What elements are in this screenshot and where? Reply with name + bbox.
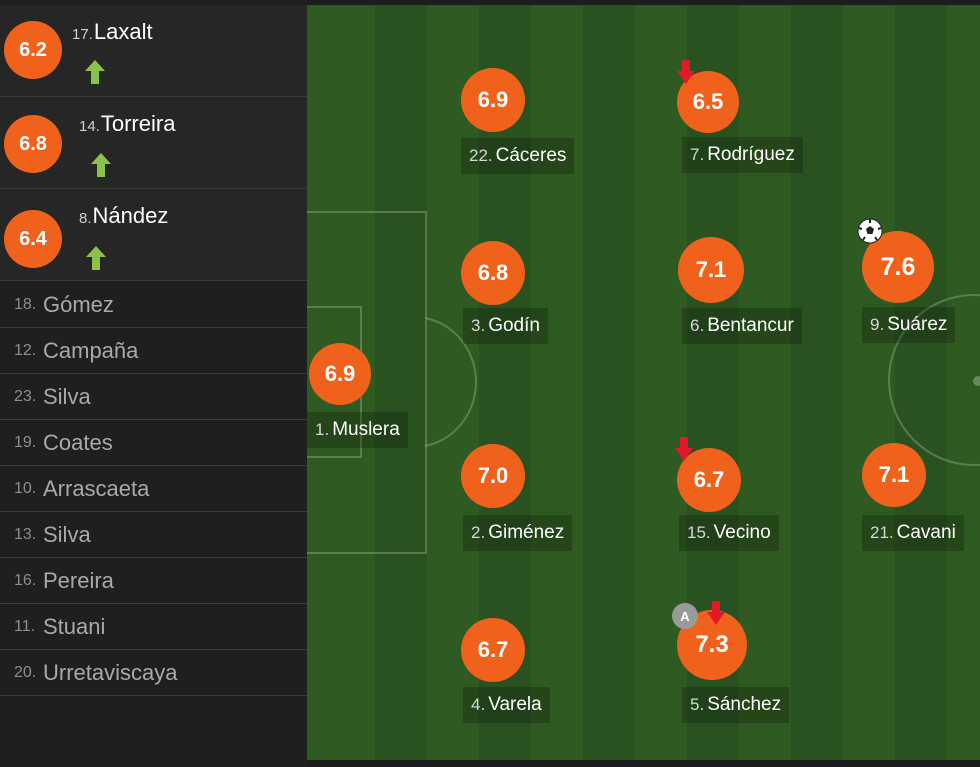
bench-row[interactable]: 13. Silva: [0, 512, 307, 558]
player-name: Giménez: [488, 522, 565, 543]
player-name: Cáceres: [495, 145, 567, 166]
player-name-label: 15.Vecino: [679, 515, 779, 551]
bench-row[interactable]: 18. Gómez: [0, 282, 307, 328]
player-name-label: 2.Giménez: [463, 515, 573, 551]
substitutes-panel: 6.2 17.Laxalt 6.8 14.Torreira 6.4 8.Nánd…: [0, 0, 307, 767]
shirt-number: 4.: [471, 695, 486, 714]
shirt-number: 12.: [14, 342, 37, 359]
substitute-name: 14.Torreira: [79, 111, 175, 137]
pitch-stripe: [583, 5, 635, 760]
player-name-label: 4.Varela: [463, 687, 550, 723]
shirt-number: 19.: [14, 434, 37, 451]
shirt-number: 1.: [315, 420, 330, 439]
shirt-number: 18.: [14, 296, 37, 313]
player-name: Laxalt: [93, 19, 153, 44]
bench-row[interactable]: 10. Arrascaeta: [0, 466, 307, 512]
shirt-number: 14.: [79, 118, 100, 135]
player-name: Campaña: [43, 338, 139, 363]
bench-row[interactable]: 19. Coates: [0, 420, 307, 466]
pitch-stripe: [791, 5, 843, 760]
rating-badge: 6.8: [461, 241, 525, 305]
player-name: Bentancur: [707, 315, 794, 336]
rating-badge: 6.7: [461, 618, 525, 682]
shirt-number: 8.: [79, 210, 92, 227]
player-name: Urretaviscaya: [43, 660, 178, 685]
player-name-label: 22.Cáceres: [461, 138, 575, 174]
rating-badge: 7.1: [678, 237, 744, 303]
soccer-ball-icon: [857, 218, 883, 244]
player-name: Stuani: [43, 614, 106, 639]
shirt-number: 13.: [14, 526, 37, 543]
player-name-label: 21.Cavani: [862, 515, 964, 551]
player-name: Suárez: [887, 314, 948, 335]
rating-badge: 7.3: [677, 610, 747, 680]
player-name: Nández: [92, 203, 169, 228]
shirt-number: 7.: [690, 145, 705, 164]
substitute-row[interactable]: 6.8 14.Torreira: [0, 97, 307, 189]
player-name-label: 6.Bentancur: [682, 308, 802, 344]
sub-out-arrow-icon: [675, 437, 693, 461]
substitute-row[interactable]: 6.2 17.Laxalt: [0, 5, 307, 97]
substitute-row[interactable]: 6.4 8.Nández: [0, 189, 307, 281]
bench-row[interactable]: 11. Stuani: [0, 604, 307, 650]
player-name-label: 5.Sánchez: [682, 687, 790, 723]
shirt-number: 20.: [14, 664, 37, 681]
rating-badge: 7.1: [862, 443, 926, 507]
player-name: Torreira: [100, 111, 176, 136]
sub-out-arrow-icon: [677, 60, 695, 84]
shirt-number: 22.: [469, 146, 493, 165]
player-name: Muslera: [332, 419, 400, 440]
shirt-number: 21.: [870, 523, 894, 542]
center-spot: [973, 376, 980, 386]
player-name-label: 1.Muslera: [307, 412, 408, 448]
shirt-number: 15.: [687, 523, 711, 542]
bench-row[interactable]: 20. Urretaviscaya: [0, 650, 307, 696]
rating-badge: 6.4: [4, 210, 62, 268]
pitch-stripe: [375, 5, 427, 760]
player-name: Varela: [488, 694, 542, 715]
player-name: Gómez: [43, 292, 114, 317]
sub-out-arrow-icon: [707, 601, 725, 625]
player-name: Sánchez: [707, 694, 782, 715]
bench-row[interactable]: 12. Campaña: [0, 328, 307, 374]
player-name: Cavani: [896, 522, 956, 543]
rating-badge: 6.8: [4, 115, 62, 173]
shirt-number: 3.: [471, 316, 486, 335]
player-name: Arrascaeta: [43, 476, 150, 501]
substitute-name: 8.Nández: [79, 203, 168, 229]
player-name-label: 7.Rodríguez: [682, 137, 803, 173]
captain-badge: A: [672, 603, 698, 629]
player-name: Pereira: [43, 568, 114, 593]
player-name: Coates: [43, 430, 113, 455]
player-name: Vecino: [713, 522, 771, 543]
shirt-number: 9.: [870, 315, 885, 334]
shirt-number: 16.: [14, 572, 37, 589]
bench-row[interactable]: 16. Pereira: [0, 558, 307, 604]
shirt-number: 10.: [14, 480, 37, 497]
rating-badge: 6.9: [461, 68, 525, 132]
sub-in-arrow-icon: [86, 246, 106, 270]
bench-row[interactable]: 23. Silva: [0, 374, 307, 420]
shirt-number: 5.: [690, 695, 705, 714]
rating-badge: 7.0: [461, 444, 525, 508]
sub-in-arrow-icon: [85, 60, 105, 84]
shirt-number: 2.: [471, 523, 486, 542]
shirt-number: 17.: [72, 26, 93, 43]
player-name-label: 9.Suárez: [862, 307, 956, 343]
rating-badge: 6.7: [677, 448, 741, 512]
player-name: Godín: [488, 315, 540, 336]
shirt-number: 23.: [14, 388, 37, 405]
sub-in-arrow-icon: [91, 153, 111, 177]
player-name: Rodríguez: [707, 144, 795, 165]
player-name-label: 3.Godín: [463, 308, 548, 344]
rating-badge: 6.2: [4, 21, 62, 79]
rating-badge: 6.9: [309, 343, 371, 405]
rating-badge: 7.6: [862, 231, 934, 303]
substitute-name: 17.Laxalt: [72, 19, 153, 45]
pitch: [307, 5, 980, 760]
player-name: Silva: [43, 522, 91, 547]
shirt-number: 6.: [690, 316, 705, 335]
player-name: Silva: [43, 384, 91, 409]
shirt-number: 11.: [14, 618, 36, 635]
